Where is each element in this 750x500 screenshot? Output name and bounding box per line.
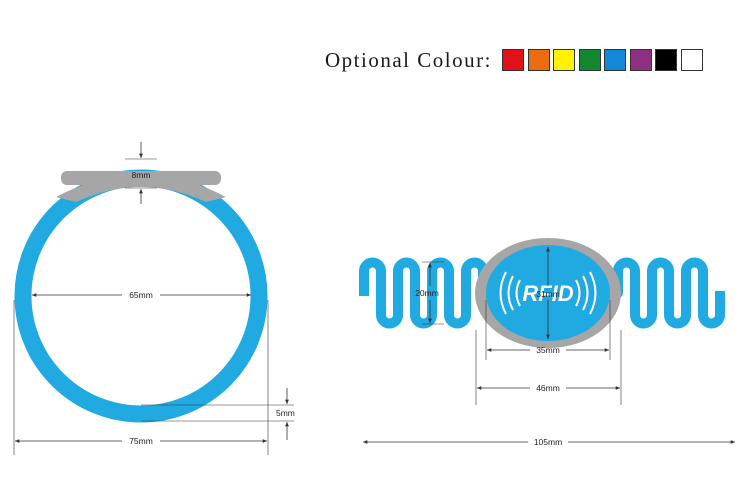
- dim-label-tag-height: 8mm: [132, 170, 151, 180]
- coil-left: [359, 257, 495, 329]
- dimension-band-width: 5mm: [141, 388, 295, 440]
- dim-label-outer-diameter: 75mm: [129, 436, 153, 446]
- dimension-inner-diameter: 65mm: [32, 290, 251, 300]
- dim-label-tag-outer-width: 46mm: [536, 383, 560, 393]
- round-wristband: [14, 169, 268, 423]
- dimension-tag-outer-width: 46mm: [475, 330, 622, 405]
- dim-label-coil-height: 20mm: [415, 288, 439, 298]
- colour-swatch-orange[interactable]: [527, 49, 550, 71]
- coil-right: [600, 257, 725, 329]
- dim-label-tag-face-height: 31mm: [536, 289, 560, 299]
- colour-options: Optional Colour:: [325, 47, 707, 73]
- signal-left-icon: [515, 279, 521, 307]
- tag-block-top: [61, 171, 221, 185]
- dimension-total-length: 105mm: [363, 437, 735, 447]
- dim-label-tag-face-width: 35mm: [536, 345, 560, 355]
- colour-swatch-blue[interactable]: [604, 49, 627, 71]
- tag-face: [486, 245, 610, 341]
- dimension-tag-height: 8mm: [125, 142, 157, 204]
- dimension-outer-diameter: 75mm: [13, 300, 269, 455]
- dim-label-total-length: 105mm: [534, 437, 562, 447]
- signal-right-icon: [575, 279, 581, 307]
- colour-swatch-purple[interactable]: [629, 49, 652, 71]
- dimension-tag-face-height: 31mm: [536, 247, 560, 339]
- colour-swatch-black[interactable]: [655, 49, 678, 71]
- colour-swatch-white[interactable]: [681, 49, 704, 71]
- dimension-tag-face-width: 35mm: [485, 300, 611, 360]
- colour-swatch-yellow[interactable]: [553, 49, 576, 71]
- dim-label-band-width: 5mm: [276, 408, 295, 418]
- dimension-coil-height: 20mm: [415, 261, 444, 325]
- colour-swatch-green[interactable]: [578, 49, 601, 71]
- dim-label-inner-diameter: 65mm: [129, 290, 153, 300]
- spiral-wristband: RFID: [359, 238, 725, 348]
- colour-label: Optional Colour:: [325, 47, 492, 72]
- colour-swatch-red[interactable]: [501, 49, 524, 71]
